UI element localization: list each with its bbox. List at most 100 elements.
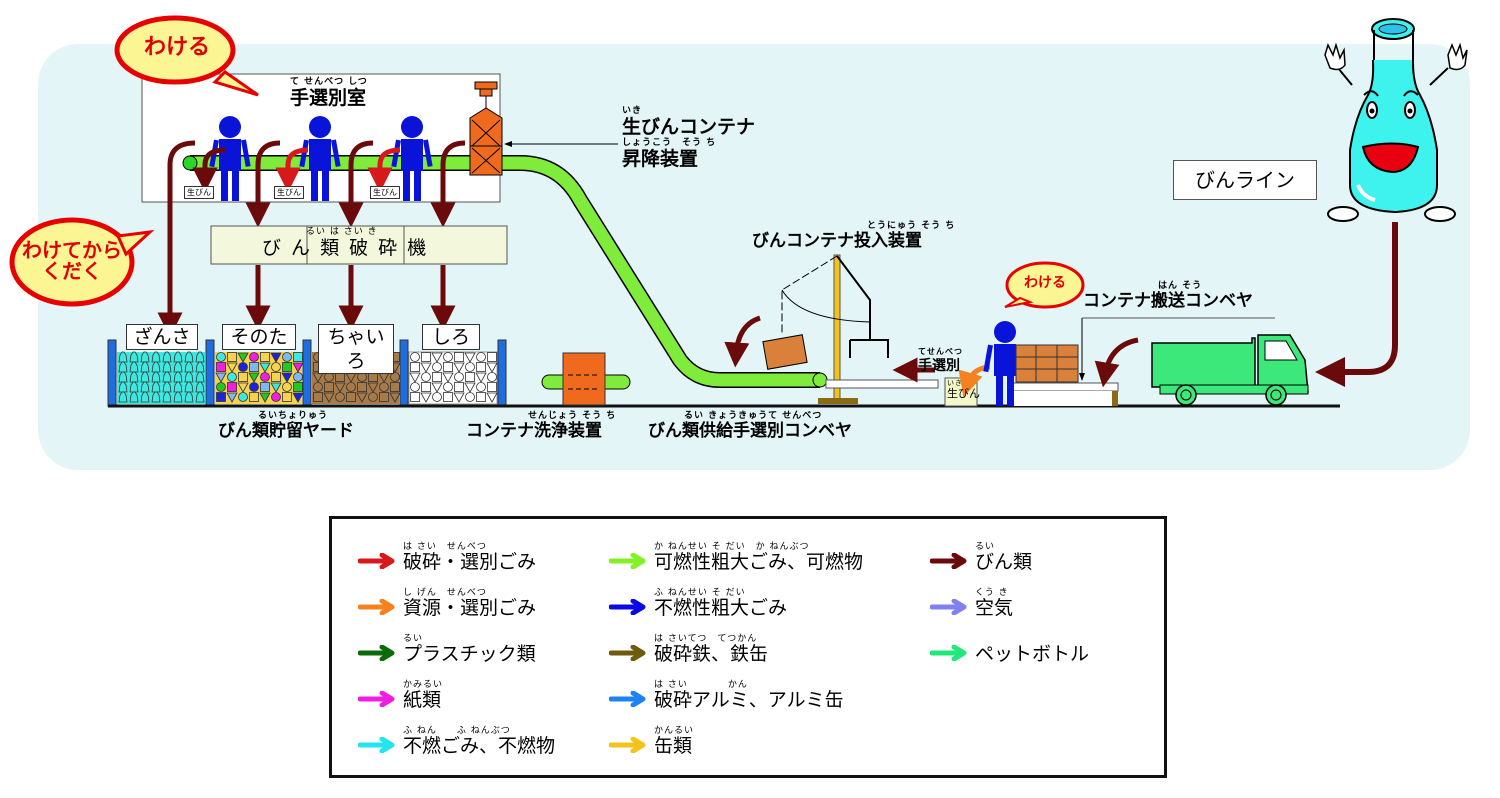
bin-fragment	[390, 382, 400, 392]
bubble-line: くだく	[42, 259, 102, 283]
legend-ruby: くう き	[975, 588, 1009, 598]
bin-fragment	[421, 352, 431, 362]
bin-fragment	[238, 372, 248, 382]
bin-fragment	[410, 382, 420, 392]
bin-fragment	[184, 351, 194, 363]
roller-conveyor	[825, 357, 1119, 406]
bin-fragment	[486, 392, 498, 403]
legend-label: 資源・選別ごみ	[403, 597, 537, 619]
bin-fragment	[465, 362, 475, 372]
speech-bubble	[114, 15, 259, 97]
bin-fragment	[227, 352, 237, 362]
bin-fragment	[334, 382, 346, 393]
bin-fragment	[162, 371, 172, 383]
bin-fragment	[323, 392, 335, 403]
bin-fragment	[487, 352, 497, 362]
bin-fragment	[271, 362, 281, 372]
bin-fragment	[465, 372, 475, 382]
bottle-mascot-icon	[1324, 18, 1468, 222]
bin-fragment	[487, 372, 497, 382]
bin-fragment	[442, 372, 454, 383]
legend-label: 可燃性粗大ごみ、可燃物	[654, 551, 864, 573]
worker	[299, 116, 341, 201]
bin-fragment	[173, 381, 183, 393]
bin-fragment	[390, 372, 400, 382]
legend-arrow-icon	[358, 645, 395, 661]
bin-fragment	[465, 392, 475, 402]
legend: は さい せんべつ破砕・選別ごみし げん せんべつ資源・選別ごみるいプラスチック…	[329, 516, 1167, 778]
bin-fragment	[216, 382, 226, 392]
hand-sort-room-label: て せんべつ しつ手選別室	[290, 77, 368, 109]
bin-fragment	[409, 372, 421, 383]
bin-label-other: そのた	[222, 324, 296, 350]
legend-ruby: るい	[975, 542, 996, 552]
legend-label: プラスチック類	[403, 643, 536, 665]
bin-fragment	[259, 392, 271, 403]
bin-fragment	[282, 382, 292, 392]
bin-label-brown: ちゃいろ	[318, 324, 394, 374]
bin-fragment	[227, 372, 237, 382]
bin-fragment	[410, 392, 420, 402]
bin-fragment	[227, 382, 237, 392]
bin-fragment	[162, 381, 172, 393]
bin-fragment	[432, 362, 442, 372]
bin-fragment	[313, 382, 323, 392]
washer-label: せんじょう そう ちコンテナ洗浄装置	[466, 411, 617, 441]
legend-ruby: ふ ねんせい そ だい	[654, 588, 746, 598]
bin-fragment	[249, 392, 259, 402]
raw-bottle-box-label: いき生びん	[947, 379, 980, 400]
raw-bottle-tag: 生びん	[274, 186, 304, 199]
bin-fragment	[335, 392, 345, 402]
bin-fragment	[443, 362, 453, 372]
bin-fragment	[151, 351, 161, 363]
legend-label: 破砕・選別ごみ	[403, 551, 537, 573]
bin-fragment	[282, 392, 292, 402]
bin-fragment	[421, 372, 431, 382]
bin-fragment	[389, 392, 401, 403]
bin-fragment	[173, 371, 183, 383]
bin-fragment	[356, 392, 368, 403]
bin-fragment	[346, 382, 356, 392]
bin-fragment	[379, 382, 389, 392]
legend-arrow-icon	[358, 599, 395, 615]
legend-arrow-icon	[358, 691, 395, 707]
bin-fragment	[129, 351, 139, 363]
legend-arrow-icon	[609, 737, 646, 753]
bin-fragment	[431, 352, 443, 363]
legend-label: 紙類	[403, 689, 442, 711]
legend-arrow-icon	[609, 645, 646, 661]
bin-fragment	[237, 352, 249, 363]
bin-fragment	[173, 391, 183, 403]
bin-fragment	[324, 382, 334, 392]
supply-conveyor-label: るい きょうきゅうて せんべつびん類供給手選別コンベヤ	[648, 411, 852, 441]
worker	[391, 116, 433, 201]
unload-arrow	[1094, 337, 1139, 388]
hand-sort-label: てせんべつ手選別	[918, 347, 963, 374]
legend-label: 不燃性粗大ごみ	[654, 597, 788, 619]
conveyor-roller	[182, 155, 198, 171]
bin-fragment	[292, 392, 304, 403]
bin-fragment	[281, 372, 293, 383]
bin-fragment	[420, 362, 432, 373]
bin-fragment	[151, 381, 161, 393]
bin-fragment	[346, 392, 356, 402]
legend-ruby: ふ ねん ふ ねんぶつ	[403, 726, 511, 736]
bin-fragment	[379, 392, 389, 402]
bin-fragment	[443, 382, 453, 392]
legend-label: 空気	[975, 597, 1014, 619]
legend-label: びん類	[975, 551, 1033, 573]
legend-label: 不燃ごみ、不燃物	[403, 735, 556, 757]
bubble-line: わけてから	[22, 238, 122, 262]
bin-fragment	[476, 362, 486, 372]
bin-fragment	[162, 351, 172, 363]
raw-bottle-tag: 生びん	[370, 186, 400, 199]
bin-fragment	[238, 392, 248, 402]
line-title-badge: びんライン	[1173, 160, 1317, 200]
bin-fragment	[431, 382, 443, 393]
bin-fragment	[282, 362, 292, 372]
speech-bubble	[1004, 261, 1085, 309]
legend-ruby: は さいてつ てつかん	[654, 634, 758, 644]
bin-fragment	[249, 352, 259, 362]
worker	[983, 321, 1026, 406]
legend-ruby: は さい せんべつ	[403, 542, 487, 552]
